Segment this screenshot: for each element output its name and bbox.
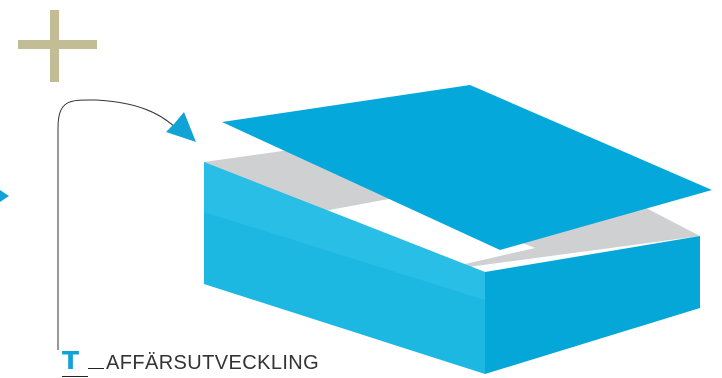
curved-arrow-icon <box>166 112 196 142</box>
plus-icon <box>18 10 97 82</box>
connector-line <box>58 100 178 350</box>
caption-letter: T <box>62 347 88 377</box>
caption-underline <box>88 340 104 369</box>
section-caption: T AFFÄRSUTVECKLING <box>62 340 319 377</box>
left-edge-arrowhead-icon <box>0 190 9 202</box>
caption-label: AFFÄRSUTVECKLING <box>106 349 319 377</box>
